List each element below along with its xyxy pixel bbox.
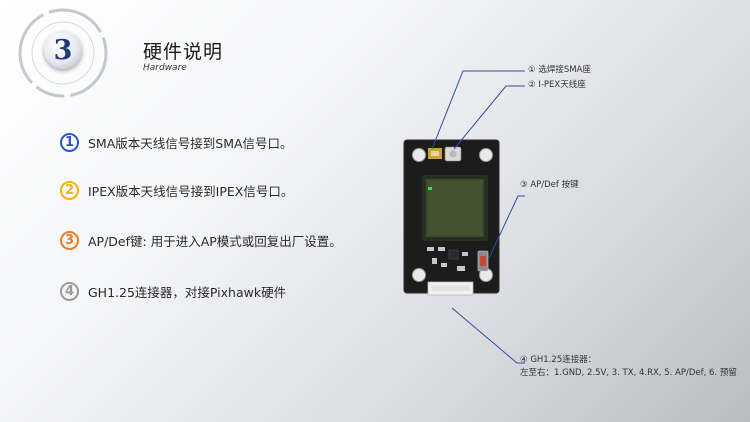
callout-gh-pinout: 左至右：1.GND, 2.5V, 3. TX, 4.RX, 5. AP/Def,… bbox=[520, 368, 737, 378]
number-1-icon: 1 bbox=[60, 132, 79, 152]
number-2-icon: 2 bbox=[60, 180, 79, 200]
number-3-icon: 3 bbox=[60, 230, 79, 250]
callout-gh-title: ④ GH1.25连接器： bbox=[520, 355, 597, 365]
callout-ap-def: ③ AP/Def 按键 bbox=[520, 180, 579, 190]
badge-ring bbox=[18, 8, 108, 98]
feature-text: IPEX版本天线信号接到IPEX信号口。 bbox=[88, 183, 294, 199]
section-number-badge: 3 bbox=[44, 31, 82, 69]
feature-item-4: 4 GH1.25连接器，对接Pixhawk硬件 bbox=[60, 279, 286, 303]
feature-item-2: 2 IPEX版本天线信号接到IPEX信号口。 bbox=[60, 178, 293, 202]
feature-item-1: 1 SMA版本天线信号接到SMA信号口。 bbox=[60, 130, 293, 154]
callout-sma: ① 选焊接SMA座 bbox=[528, 65, 591, 75]
page-subtitle: Hardware bbox=[143, 63, 187, 73]
callout-ipex: ② I-PEX天线座 bbox=[528, 80, 586, 90]
number-4-icon: 4 bbox=[60, 281, 79, 301]
feature-text: GH1.25连接器，对接Pixhawk硬件 bbox=[88, 284, 287, 300]
feature-text: AP/Def键: 用于进入AP模式或回复出厂设置。 bbox=[88, 233, 342, 249]
page-title: 硬件说明 bbox=[143, 41, 224, 63]
feature-item-3: 3 AP/Def键: 用于进入AP模式或回复出厂设置。 bbox=[60, 228, 342, 252]
feature-text: SMA版本天线信号接到SMA信号口。 bbox=[88, 135, 293, 151]
